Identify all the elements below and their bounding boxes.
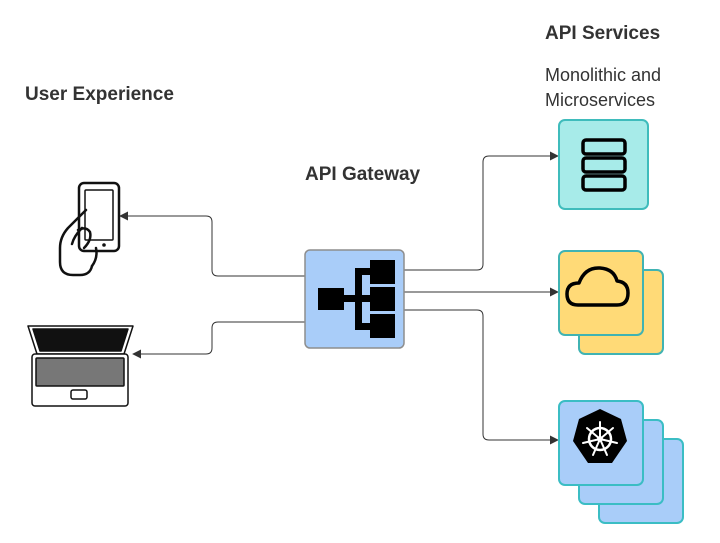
connector-gateway-to-laptop [132, 321, 305, 359]
api-gateway-node [304, 249, 405, 349]
laptop-icon [27, 325, 134, 407]
connector-gateway-to-server [404, 151, 559, 271]
cloud-service-node [558, 250, 664, 355]
tree-hierarchy-icon [318, 260, 395, 338]
cloud-icon [565, 266, 630, 307]
kubernetes-service-node [558, 400, 684, 524]
api-services-subtitle-line1: Monolithic and [545, 65, 662, 85]
api-services-subtitle-line2: Microservices [545, 90, 656, 110]
user-experience-title: User Experience [25, 84, 174, 105]
connector-gateway-to-kubernetes [404, 309, 559, 445]
kubernetes-helm-icon [573, 409, 627, 463]
phone-hand-icon [58, 181, 121, 277]
api-services-title: API Services [545, 23, 661, 44]
connector-gateway-to-mobile [119, 211, 305, 277]
server-stack-icon [581, 138, 627, 192]
server-service-node [558, 119, 649, 210]
api-gateway-title: API Gateway [305, 164, 421, 185]
api-services-subtitle: Monolithic and Microservices [545, 63, 661, 113]
